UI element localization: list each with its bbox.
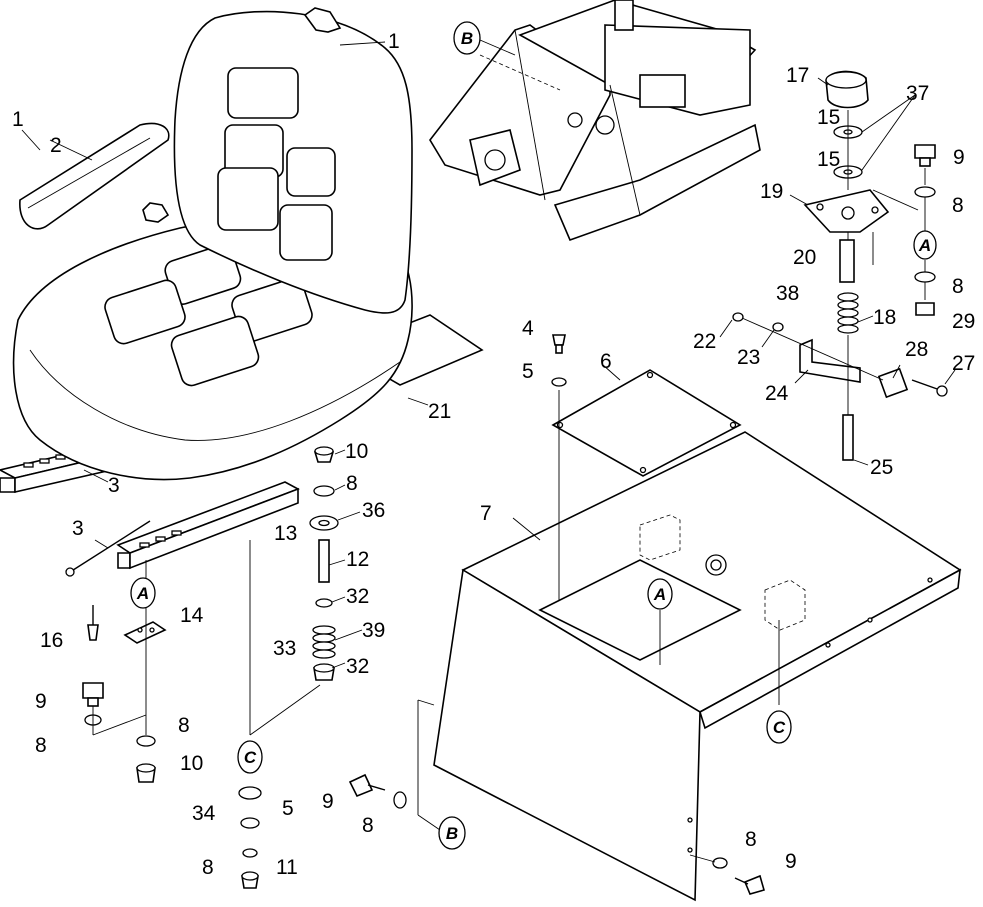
callout-27: 27 — [952, 352, 975, 375]
part-callouts: 1 1 2 3 3 4 5 5 6 7 8 8 8 8 8 8 8 8 9 9 … — [12, 30, 975, 879]
callout-15: 15 — [817, 106, 840, 129]
callout-34: 34 — [192, 802, 216, 825]
seat-slide-rail — [0, 436, 300, 577]
callout-7: 7 — [480, 502, 492, 525]
callout-21: 21 — [428, 400, 451, 423]
center-hardware-stack — [309, 446, 339, 681]
callout-19: 19 — [760, 180, 783, 203]
ref-marker-C2: C — [766, 710, 792, 744]
callout-29: 29 — [952, 310, 975, 333]
bolt-b-detail — [348, 699, 441, 831]
ref-marker-label: A — [136, 584, 149, 603]
callout-36: 36 — [362, 499, 385, 522]
callout-37: 37 — [906, 82, 929, 105]
callout-1: 1 — [388, 30, 400, 53]
spring-39 — [312, 625, 336, 659]
ref-marker-label: A — [653, 585, 666, 604]
ref-marker-B2: B — [438, 816, 466, 850]
callout-9: 9 — [322, 790, 334, 813]
ref-marker-label: C — [244, 748, 257, 767]
callout-5: 5 — [282, 797, 294, 820]
callout-8: 8 — [202, 856, 214, 879]
callout-8: 8 — [745, 828, 757, 851]
callout-4: 4 — [522, 317, 534, 340]
callout-8: 8 — [346, 472, 358, 495]
ref-marker-A1: A — [130, 577, 156, 609]
callout-12: 12 — [346, 548, 369, 571]
ref-marker-A3: A — [913, 230, 937, 260]
callout-8: 8 — [35, 734, 47, 757]
floor-panel — [433, 369, 962, 902]
callout-25: 25 — [870, 456, 893, 479]
right-hardware-stack — [732, 70, 948, 461]
bolt-4-stack — [551, 334, 780, 705]
bottom-c-stack — [238, 540, 321, 889]
callout-9: 9 — [35, 690, 47, 713]
ref-marker-B1: B — [453, 21, 516, 56]
callout-28: 28 — [905, 338, 928, 361]
floor-panel-front — [433, 568, 701, 902]
callout-13: 13 — [274, 522, 297, 545]
callout-20: 20 — [793, 246, 816, 269]
callout-24: 24 — [765, 382, 789, 405]
callout-39: 39 — [362, 619, 385, 642]
callout-32: 32 — [346, 585, 369, 608]
callout-8: 8 — [178, 714, 190, 737]
callout-14: 14 — [180, 604, 204, 627]
callout-10: 10 — [180, 752, 203, 775]
bolt-9-lower-right — [689, 854, 765, 895]
callout-1: 1 — [12, 108, 24, 131]
ref-marker-label: C — [773, 718, 786, 737]
seat-assembly — [0, 7, 484, 577]
callout-33: 33 — [273, 637, 296, 660]
callout-32: 32 — [346, 655, 369, 678]
spring-18 — [837, 292, 859, 334]
callout-38: 38 — [776, 282, 799, 305]
leader-lines — [21, 41, 956, 669]
callout-10: 10 — [345, 440, 368, 463]
callout-17: 17 — [786, 64, 809, 87]
callout-3: 3 — [108, 474, 120, 497]
armrest — [19, 122, 170, 230]
ref-marker-label: B — [461, 29, 473, 48]
callout-2: 2 — [50, 134, 62, 157]
callout-9: 9 — [785, 850, 797, 873]
callout-9: 9 — [953, 146, 965, 169]
callout-5: 5 — [522, 360, 534, 383]
callout-15: 15 — [817, 148, 840, 171]
ref-marker-label: A — [918, 236, 931, 255]
ref-marker-A2: A — [647, 578, 673, 610]
callout-8: 8 — [952, 275, 964, 298]
callout-16: 16 — [40, 629, 63, 652]
callout-8: 8 — [362, 814, 374, 837]
callout-23: 23 — [737, 346, 760, 369]
left-hardware-stack — [82, 560, 167, 783]
callout-18: 18 — [873, 306, 896, 329]
ref-marker-C1: C — [237, 740, 263, 774]
callout-6: 6 — [600, 350, 612, 373]
callout-8: 8 — [952, 194, 964, 217]
callout-22: 22 — [693, 330, 716, 353]
floor-cover-plate — [551, 369, 742, 477]
ref-marker-label: B — [446, 824, 458, 843]
chassis-frame — [429, 0, 761, 242]
callout-3: 3 — [72, 517, 84, 540]
callout-11: 11 — [276, 856, 298, 879]
